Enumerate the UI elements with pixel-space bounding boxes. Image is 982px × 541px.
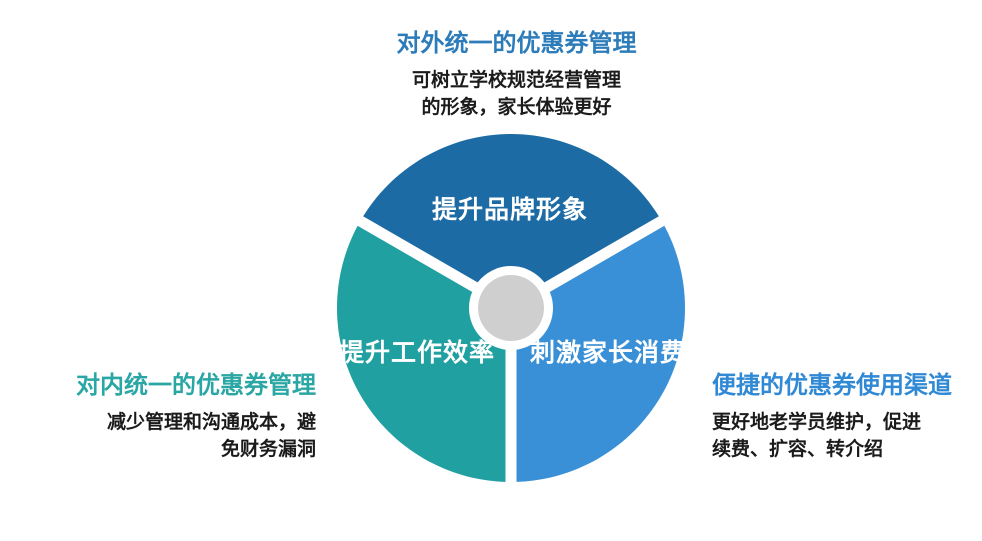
pie-segment-label-brand: 提升品牌形象 [431, 196, 589, 224]
callout-external-management: 对外统一的优惠券管理 可树立学校规范经营管理 的形象，家长体验更好 [333, 31, 700, 121]
callout-internal-management: 对内统一的优惠券管理 减少管理和沟通成本，避 免财务漏洞 [38, 373, 316, 463]
callout-internal-line-2: 免财务漏洞 [220, 439, 316, 460]
callout-internal-heading: 对内统一的优惠券管理 [76, 372, 316, 399]
callout-usage-line-1: 更好地老学员维护，促进 [712, 412, 922, 433]
hub-circle [478, 275, 544, 341]
callout-usage-line-2: 续费、扩容、转介绍 [712, 439, 884, 460]
callout-usage-heading: 便捷的优惠券使用渠道 [712, 372, 952, 399]
callout-external-heading: 对外统一的优惠券管理 [396, 30, 637, 57]
callout-usage-channel: 便捷的优惠券使用渠道 更好地老学员维护，促进 续费、扩容、转介绍 [712, 373, 970, 463]
callout-external-line-1: 可树立学校规范经营管理 [411, 70, 621, 91]
pie-segment-label-consume: 刺激家长消费 [529, 339, 687, 367]
callout-internal-line-1: 减少管理和沟通成本，避 [106, 412, 316, 433]
pie-segment-label-efficiency: 提升工作效率 [338, 339, 496, 367]
callout-external-line-2: 的形象，家长体验更好 [421, 97, 612, 118]
